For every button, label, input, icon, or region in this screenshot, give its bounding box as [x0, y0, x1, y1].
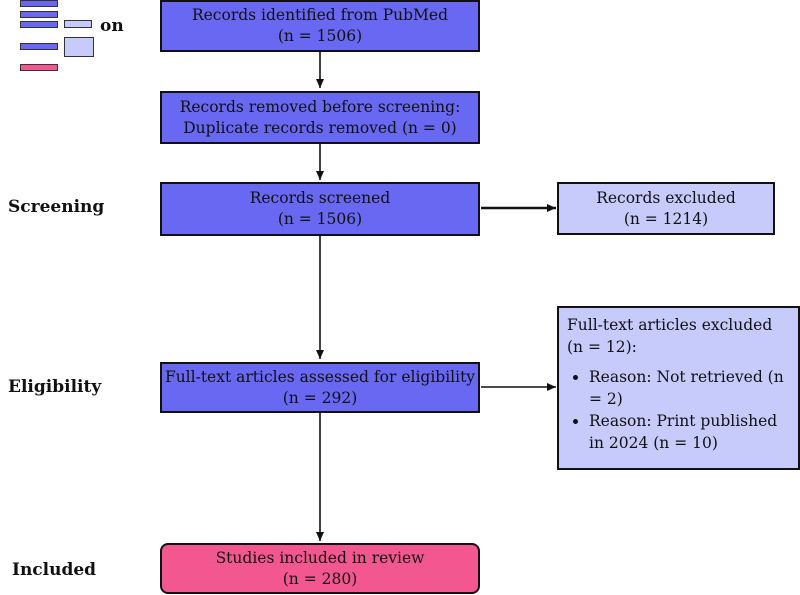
thumb-box [20, 43, 58, 50]
box-fulltext-excluded: Full-text articles excluded (n = 12): Re… [557, 306, 800, 470]
box-line: Records excluded [596, 188, 736, 207]
box-records-removed: Records removed before screening: Duplic… [160, 91, 480, 144]
thumb-box [20, 11, 58, 18]
thumb-box [64, 20, 92, 28]
box-line: Records removed before screening: [179, 97, 461, 116]
box-records-identified: Records identified from PubMed (n = 1506… [160, 0, 480, 52]
box-count: (n = 292) [282, 388, 358, 407]
thumb-box [20, 21, 58, 28]
thumb-box [20, 0, 58, 7]
stage-label-included: Included [12, 560, 97, 580]
reason-list: Reason: Not retrieved (n = 2) Reason: Pr… [567, 366, 790, 454]
box-line: Duplicate records removed (n = 0) [183, 118, 457, 137]
box-line: Studies included in review [215, 548, 425, 567]
box-studies-included: Studies included in review (n = 280) [160, 543, 480, 594]
reason-item: Reason: Not retrieved (n = 2) [589, 366, 790, 410]
diagram-thumbnail [0, 0, 98, 74]
box-line: Records identified from PubMed [191, 6, 449, 24]
box-line: Records screened [249, 189, 391, 207]
box-fulltext-assessed: Full-text articles assessed for eligibil… [160, 362, 480, 413]
stage-label-eligibility: Eligibility [8, 377, 102, 397]
box-heading: Full-text articles excluded (n = 12): [567, 316, 773, 356]
box-count: (n = 1506) [277, 27, 363, 45]
thumbnail-cut-text: on [100, 16, 124, 36]
box-line: Full-text articles assessed for eligibil… [164, 367, 476, 386]
box-count: (n = 1506) [277, 210, 363, 228]
thumb-box [20, 64, 58, 71]
thumb-box [64, 37, 94, 57]
box-records-excluded: Records excluded (n = 1214) [557, 182, 775, 235]
stage-label-screening: Screening [8, 197, 105, 217]
box-records-screened: Records screened (n = 1506) [160, 182, 480, 236]
box-count: (n = 1214) [623, 209, 709, 228]
box-count: (n = 280) [282, 569, 358, 588]
reason-item: Reason: Print published in 2024 (n = 10) [589, 410, 790, 454]
